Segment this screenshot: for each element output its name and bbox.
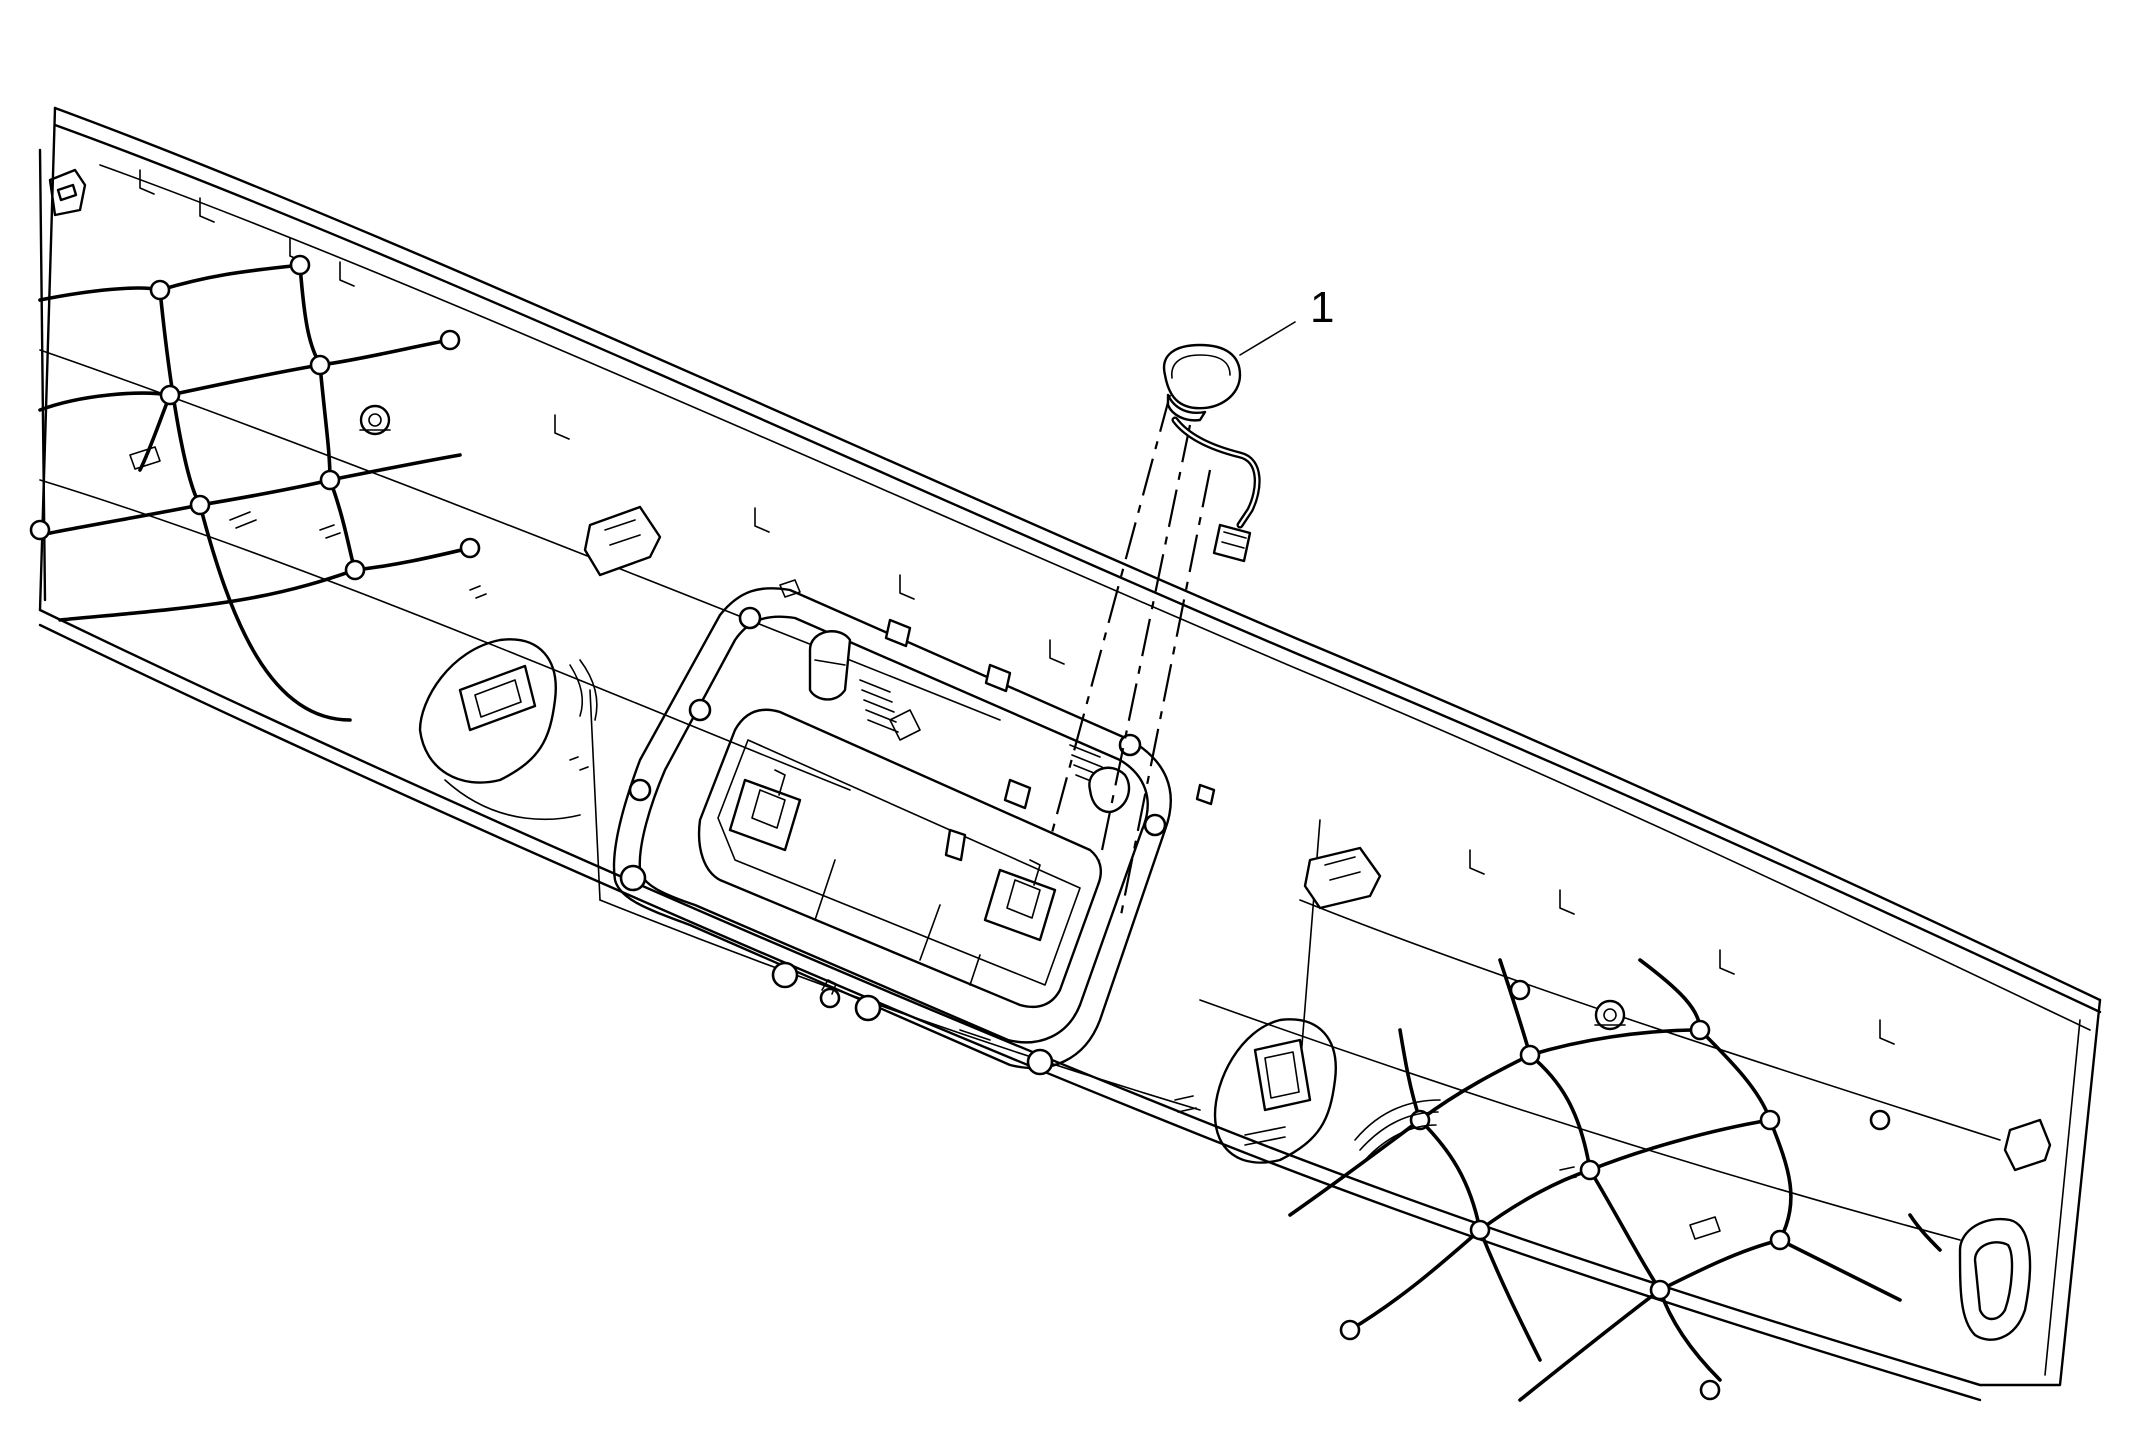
retainer-icon — [983, 868, 1057, 942]
net-knot — [1519, 1044, 1541, 1066]
right-details — [1174, 846, 2052, 1341]
tie-down-bezel — [418, 638, 557, 784]
clip-icon — [808, 630, 852, 701]
screw-icon — [854, 994, 882, 1022]
tie-down-loop-icon — [458, 664, 537, 732]
net-knot — [309, 354, 331, 376]
net-knot — [1759, 1109, 1781, 1131]
lamp-lens-icon — [1162, 343, 1242, 410]
net-knot — [1469, 1219, 1491, 1241]
tie-down-loop-icon — [1253, 1038, 1312, 1112]
screw-icon — [619, 864, 647, 892]
retainer-icon — [728, 778, 802, 852]
trim-panel — [38, 106, 2102, 1402]
left-cargo-net — [29, 254, 481, 722]
electrical-connector-icon — [1212, 523, 1252, 563]
screw-icon — [628, 778, 652, 802]
callout-label-1: 1 — [1310, 283, 1334, 332]
screw-icon — [1118, 733, 1142, 757]
net-knot — [289, 254, 311, 276]
pushpin-icon — [359, 404, 391, 436]
net-knot — [149, 279, 171, 301]
screw-icon — [771, 961, 799, 989]
net-knot — [1339, 1319, 1361, 1341]
net-knot — [29, 519, 51, 541]
screw-icon — [688, 698, 712, 722]
net-knot — [1769, 1229, 1791, 1251]
net-knot — [159, 384, 181, 406]
net-knot — [189, 494, 211, 516]
net-knot — [1649, 1279, 1671, 1301]
net-knot — [319, 469, 341, 491]
net-knot — [1409, 1109, 1431, 1131]
net-knot — [1509, 979, 1531, 1001]
right-cargo-net — [1288, 958, 1942, 1402]
net-knot — [459, 537, 481, 559]
net-knot — [344, 559, 366, 581]
tie-down-bezel — [1213, 1018, 1337, 1164]
screw-icon — [738, 606, 762, 630]
left-details — [48, 168, 662, 821]
screw-icon — [1026, 1048, 1054, 1076]
callout-1: 1 — [1239, 283, 1334, 356]
net-knot — [439, 329, 461, 351]
net-knot — [1699, 1379, 1721, 1401]
net-knot — [1689, 1019, 1711, 1041]
cargo-hook-icon — [2003, 1118, 2052, 1172]
pushpin-icon — [1594, 999, 1626, 1031]
cargo-hook-icon — [1303, 846, 1382, 910]
callout-leader-line — [1239, 321, 1296, 356]
net-knot — [1869, 1109, 1891, 1131]
courtesy-lamp-assembly — [1048, 343, 1261, 921]
lamp-housing — [612, 579, 1216, 1076]
net-knot — [1579, 1159, 1601, 1181]
screw-icon — [1143, 813, 1167, 837]
